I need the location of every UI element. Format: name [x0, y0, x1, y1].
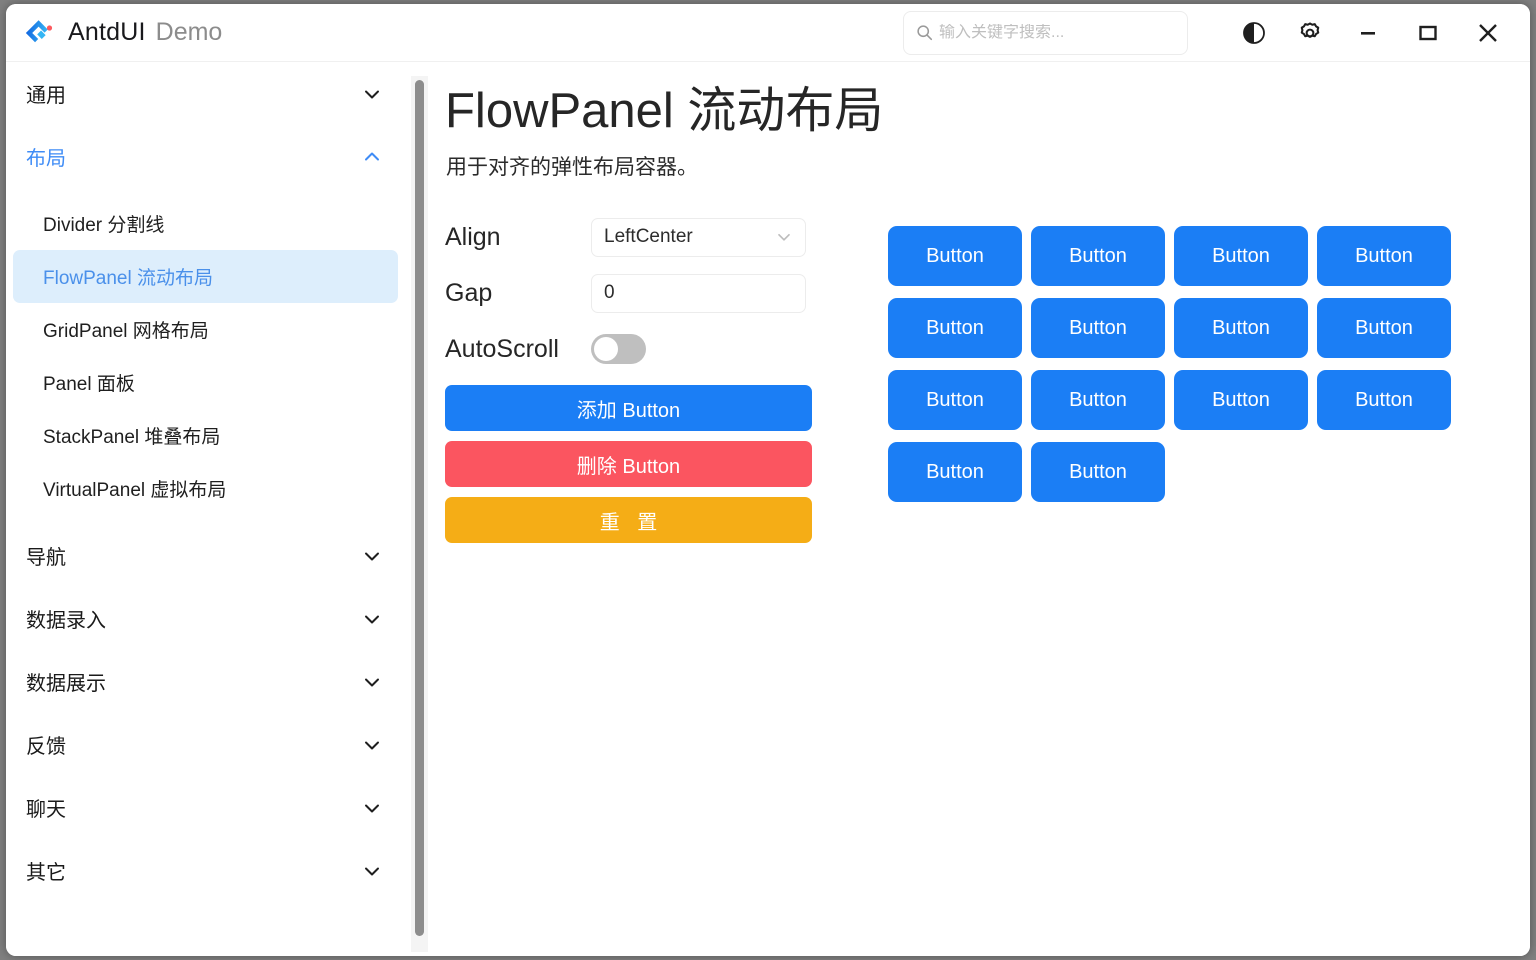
sidebar-item-stackpanel[interactable]: StackPanel 堆叠布局	[13, 409, 398, 462]
gap-control: 0	[591, 273, 845, 313]
minimize-icon[interactable]	[1338, 4, 1398, 61]
chevron-up-icon	[361, 146, 383, 168]
chevron-down-icon	[361, 671, 383, 693]
search-box[interactable]	[903, 10, 1188, 55]
controls-panel: Align LeftCenter Gap 0	[445, 217, 845, 956]
sidebar-group-label: 数据展示	[26, 673, 106, 695]
align-select[interactable]: LeftCenter	[591, 217, 806, 257]
flow-panel-button[interactable]: Button	[888, 298, 1022, 358]
flow-panel-button[interactable]: Button	[888, 226, 1022, 286]
sidebar-group-label: 布局	[26, 148, 66, 170]
align-label: Align	[445, 222, 501, 251]
antdui-logo-icon	[24, 17, 56, 49]
sidebar-group-data-entry[interactable]: 数据录入	[6, 587, 405, 650]
gap-input-value: 0	[604, 282, 615, 303]
sidebar: 通用 布局 Divider 分割线 FlowPanel 流动布局 GridPan…	[6, 62, 405, 956]
autoscroll-control	[591, 334, 845, 364]
main-content: FlowPanel 流动布局 用于对齐的弹性布局容器。 Align LeftCe…	[429, 62, 1530, 956]
sidebar-item-label: GridPanel 网格布局	[43, 321, 209, 342]
sidebar-group-label: 数据录入	[26, 610, 106, 632]
flow-panel-button[interactable]: Button	[1031, 226, 1165, 286]
delete-button-button[interactable]: 删除 Button	[445, 441, 812, 487]
field-gap: Gap 0	[445, 273, 845, 313]
chevron-down-icon	[361, 797, 383, 819]
sidebar-item-label: Panel 面板	[43, 374, 135, 395]
page-description: 用于对齐的弹性布局容器。	[446, 156, 698, 180]
sidebar-group-navigation[interactable]: 导航	[6, 524, 405, 587]
chevron-down-icon	[361, 734, 383, 756]
field-align: Align LeftCenter	[445, 217, 845, 257]
spacer	[6, 188, 405, 197]
chevron-down-icon	[775, 228, 793, 246]
flow-panel-button[interactable]: Button	[1317, 298, 1451, 358]
page-title: FlowPanel 流动布局	[445, 84, 884, 138]
sidebar-item-label: FlowPanel 流动布局	[43, 268, 213, 289]
gap-label: Gap	[445, 278, 493, 307]
titlebar-actions	[903, 4, 1530, 61]
flow-panel-button[interactable]: Button	[1031, 298, 1165, 358]
flow-panel-button[interactable]: Button	[1174, 298, 1308, 358]
flow-panel-button[interactable]: Button	[888, 442, 1022, 502]
flow-panel-button[interactable]: Button	[1031, 370, 1165, 430]
app-subtitle: Demo	[155, 18, 223, 46]
align-select-value: LeftCenter	[604, 226, 693, 247]
sidebar-group-general[interactable]: 通用	[6, 62, 405, 125]
autoscroll-label: AutoScroll	[445, 334, 559, 363]
sidebar-item-flowpanel[interactable]: FlowPanel 流动布局	[13, 250, 398, 303]
maximize-icon[interactable]	[1398, 4, 1458, 61]
add-button-button[interactable]: 添加 Button	[445, 385, 812, 431]
sidebar-item-label: Divider 分割线	[43, 215, 165, 236]
sidebar-item-panel[interactable]: Panel 面板	[13, 356, 398, 409]
flow-panel-button[interactable]: Button	[888, 370, 1022, 430]
sidebar-group-layout[interactable]: 布局	[6, 125, 405, 188]
flow-panel-button[interactable]: Button	[1174, 370, 1308, 430]
flow-panel-button[interactable]: Button	[1174, 226, 1308, 286]
toggle-knob	[594, 337, 618, 361]
sidebar-item-label: StackPanel 堆叠布局	[43, 427, 221, 448]
sidebar-group-label: 聊天	[26, 799, 66, 821]
spacer	[6, 515, 405, 524]
chevron-down-icon	[361, 608, 383, 630]
flow-panel-button[interactable]: Button	[1317, 226, 1451, 286]
search-icon	[916, 24, 933, 41]
gear-icon[interactable]	[1282, 4, 1338, 61]
search-input[interactable]	[939, 23, 1187, 42]
chevron-down-icon	[361, 83, 383, 105]
sidebar-group-label: 导航	[26, 547, 66, 569]
sidebar-group-data-display[interactable]: 数据展示	[6, 650, 405, 713]
gap-input[interactable]: 0	[591, 273, 806, 313]
close-icon[interactable]	[1458, 4, 1518, 61]
sidebar-item-divider[interactable]: Divider 分割线	[13, 197, 398, 250]
align-control: LeftCenter	[591, 217, 845, 257]
sidebar-group-label: 其它	[26, 862, 66, 884]
chevron-down-icon	[361, 545, 383, 567]
flow-panel-button[interactable]: Button	[1031, 442, 1165, 502]
app-window: AntdUI Demo	[6, 4, 1530, 956]
sidebar-group-others[interactable]: 其它	[6, 839, 405, 902]
sidebar-item-label: VirtualPanel 虚拟布局	[43, 480, 227, 501]
content-area: Align LeftCenter Gap 0	[429, 217, 1530, 956]
sidebar-group-label: 通用	[26, 85, 66, 107]
reset-button[interactable]: 重 置	[445, 497, 812, 543]
autoscroll-toggle[interactable]	[591, 334, 646, 364]
sidebar-item-virtualpanel[interactable]: VirtualPanel 虚拟布局	[13, 462, 398, 515]
app-title: AntdUI	[68, 18, 146, 46]
title-bar: AntdUI Demo	[6, 4, 1530, 62]
sidebar-group-chat[interactable]: 聊天	[6, 776, 405, 839]
sidebar-scrollbar-thumb[interactable]	[415, 80, 424, 936]
sidebar-group-feedback[interactable]: 反馈	[6, 713, 405, 776]
sidebar-group-label: 反馈	[26, 736, 66, 758]
chevron-down-icon	[361, 860, 383, 882]
sidebar-item-gridpanel[interactable]: GridPanel 网格布局	[13, 303, 398, 356]
flow-panel-button[interactable]: Button	[1317, 370, 1451, 430]
theme-contrast-icon[interactable]	[1226, 4, 1282, 61]
field-autoscroll: AutoScroll	[445, 329, 845, 369]
